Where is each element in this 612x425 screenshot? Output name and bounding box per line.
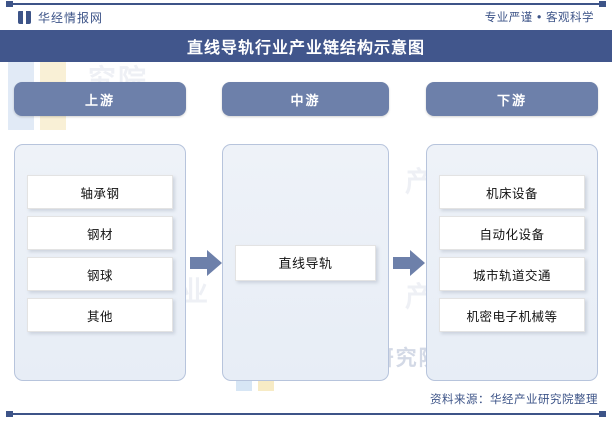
page-title: 直线导轨行业产业链结构示意图	[186, 38, 425, 57]
book-icon	[18, 10, 31, 24]
brand-name: 华经情报网	[38, 10, 104, 25]
section-headers: 上游 中游 下游	[0, 82, 612, 116]
item-midstream-0-label: 直线导轨	[278, 257, 333, 272]
arrow-right-icon	[393, 249, 425, 277]
top-divider	[6, 1, 606, 7]
brand-bar: 华经情报网 专业严谨•客观科学	[0, 6, 612, 28]
tagline-right: 客观科学	[546, 10, 594, 24]
item-upstream-3[interactable]: 其他	[27, 298, 173, 332]
section-header-downstream-label: 下游	[496, 93, 527, 109]
item-downstream-0-label: 机床设备	[485, 185, 538, 201]
item-upstream-0-label: 轴承钢	[80, 185, 120, 201]
item-downstream-3-label: 机密电子机械等	[466, 308, 558, 324]
column-upstream: 轴承钢 钢材 钢球 其他	[14, 144, 186, 381]
bottom-divider	[6, 411, 606, 417]
arrow-right-icon	[190, 249, 222, 277]
item-midstream-0[interactable]: 直线导轨	[235, 244, 376, 281]
brand-logo: 华经情报网	[18, 9, 103, 26]
column-downstream: 机床设备 自动化设备 城市轨道交通 机密电子机械等	[426, 144, 598, 381]
item-upstream-3-label: 其他	[86, 308, 113, 324]
item-upstream-1[interactable]: 钢材	[27, 216, 173, 250]
title-bar: 直线导轨行业产业链结构示意图	[0, 30, 612, 62]
item-downstream-1[interactable]: 自动化设备	[439, 216, 585, 250]
item-downstream-0[interactable]: 机床设备	[439, 175, 585, 209]
tagline-left: 专业严谨	[484, 10, 533, 24]
item-upstream-2[interactable]: 钢球	[27, 257, 173, 291]
brand-tagline: 专业严谨•客观科学	[485, 9, 594, 25]
section-header-midstream-label: 中游	[290, 93, 321, 109]
item-downstream-1-label: 自动化设备	[479, 226, 545, 242]
item-downstream-3[interactable]: 机密电子机械等	[439, 298, 585, 332]
item-downstream-2[interactable]: 城市轨道交通	[439, 257, 585, 291]
tagline-separator: •	[535, 10, 543, 24]
item-upstream-2-label: 钢球	[86, 267, 113, 283]
item-upstream-0[interactable]: 轴承钢	[27, 175, 173, 209]
section-header-upstream-label: 上游	[84, 93, 115, 109]
column-midstream: 直线导轨	[222, 144, 389, 381]
section-header-midstream[interactable]: 中游	[222, 82, 389, 116]
item-downstream-2-label: 城市轨道交通	[472, 267, 551, 283]
section-header-downstream[interactable]: 下游	[426, 82, 598, 116]
item-upstream-1-label: 钢材	[86, 226, 113, 242]
source-note: 资料来源：华经产业研究院整理	[430, 392, 598, 406]
section-header-upstream[interactable]: 上游	[14, 82, 186, 116]
